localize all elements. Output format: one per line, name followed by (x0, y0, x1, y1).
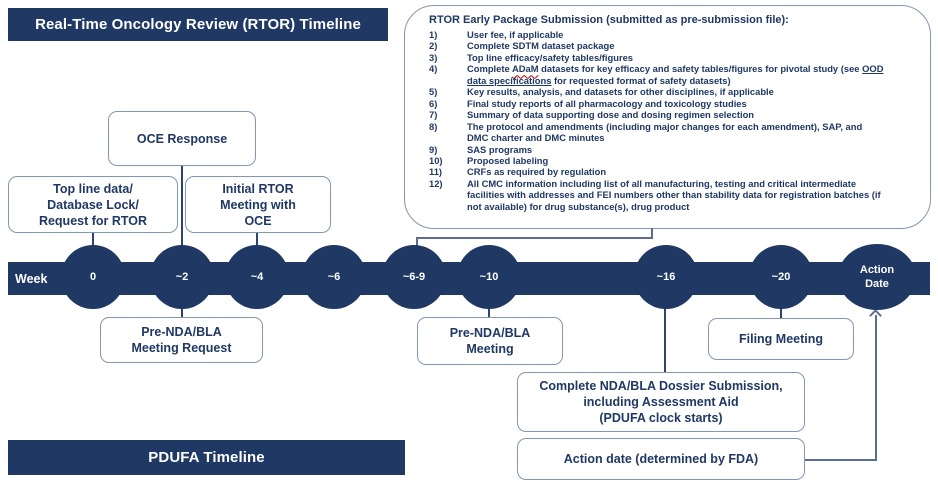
timeline-node-week-10: ~10 (457, 245, 521, 309)
item-text-segment: The protocol and amendments (including m… (467, 120, 863, 144)
event-pre-nda-meeting: Pre-NDA/BLA Meeting (417, 317, 563, 365)
item-text-segment: Complete SDTM dataset package (467, 40, 615, 52)
item-text-segment: Summary of data supporting dose and dosi… (467, 109, 755, 121)
event-oce-response: OCE Response (108, 111, 256, 166)
ood-data-specifications-link[interactable]: OOD (862, 63, 884, 75)
timeline-node-week-2: ~2 (150, 245, 214, 309)
action-arrow-horizontal (805, 459, 877, 461)
event-pre-nda-meeting-request: Pre-NDA/BLA Meeting Request (100, 317, 263, 363)
connector-week20-to-filing (780, 307, 782, 319)
item-text-segment: Top line efficacy/safety tables/figures (467, 51, 634, 63)
item-number: 10) (429, 154, 443, 166)
item-text: Key results, analysis, and datasets for … (467, 86, 916, 97)
event-initial-rtor-meeting: Initial RTOR Meeting with OCE (185, 176, 331, 233)
item-text: SAS programs (467, 144, 916, 155)
item-text: Summary of data supporting dose and dosi… (467, 109, 916, 120)
connector-initial-to-week4 (256, 232, 258, 248)
early-package-item: 3) Top line efficacy/safety tables/figure… (429, 52, 916, 63)
item-number: 5) (429, 86, 438, 98)
action-arrowhead-icon (869, 309, 882, 322)
item-text-segment: All CMC information including list of al… (467, 177, 881, 212)
pdufa-timeline-title: PDUFA Timeline (148, 449, 265, 466)
item-number: 1) (429, 29, 438, 40)
early-package-item: 11) CRFs as required by regulation (429, 166, 916, 177)
event-filing-meeting: Filing Meeting (708, 318, 854, 360)
early-package-item: 1) User fee, if applicable (429, 29, 916, 40)
item-number: 6) (429, 97, 438, 109)
item-text-segment: Key results, analysis, and datasets for … (467, 86, 774, 98)
item-text-segment: Complete (467, 63, 512, 75)
item-number: 8) (429, 120, 438, 132)
week-axis-label: Week (15, 271, 48, 286)
rtor-timeline-title: Real-Time Oncology Review (RTOR) Timelin… (35, 16, 361, 33)
early-package-item: 2) Complete SDTM dataset package (429, 40, 916, 51)
early-package-item: 8) The protocol and amendments (including… (429, 121, 916, 144)
event-top-line-data: Top line data/ Database Lock/ Request fo… (8, 176, 178, 233)
pdufa-timeline-banner: PDUFA Timeline (8, 440, 405, 475)
item-text-segment: User fee, if applicable (467, 29, 564, 40)
timeline-node-week-6: ~6 (302, 245, 366, 309)
item-text-segment: Final study reports of all pharmacology … (467, 97, 747, 109)
item-number: 9) (429, 143, 438, 155)
early-package-item: 7) Summary of data supporting dose and do… (429, 109, 916, 120)
early-package-item: 6) Final study reports of all pharmacolog… (429, 98, 916, 109)
early-package-item: 10) Proposed labeling (429, 155, 916, 166)
connector-week10-to-pre-nda-meeting (488, 307, 490, 318)
timeline-node-week-6-9: ~6-9 (382, 245, 446, 309)
timeline-node-week-20: ~20 (749, 245, 813, 309)
callout-connector-to-week6-9 (416, 237, 418, 248)
item-number: 7) (429, 109, 438, 121)
early-package-title: RTOR Early Package Submission (submitted… (429, 14, 789, 26)
item-text-segment: datasets for key efficacy and safety tab… (538, 63, 863, 75)
timeline-node-week-0: 0 (61, 245, 125, 309)
item-number: 11) (429, 166, 443, 178)
item-text: Complete ADaM datasets for key efficacy … (467, 63, 916, 86)
connector-topline-to-week0 (92, 232, 94, 248)
action-arrow-vertical (875, 315, 877, 461)
item-text: The protocol and amendments (including m… (467, 121, 916, 144)
item-number: 2) (429, 40, 438, 52)
timeline-node-action-date: Action Date (838, 244, 916, 310)
timeline-node-week-16: ~16 (634, 245, 698, 309)
callout-connector-horizontal (416, 237, 653, 239)
item-text-segment: ADaM (511, 63, 539, 75)
early-package-item: 4) Complete ADaM datasets for key efficac… (429, 63, 916, 86)
early-package-item: 9) SAS programs (429, 144, 916, 155)
item-text: CRFs as required by regulation (467, 166, 916, 177)
item-number: 12) (429, 177, 443, 189)
early-package-item: 5) Key results, analysis, and datasets fo… (429, 86, 916, 97)
early-package-item: 12) All CMC information including list of… (429, 178, 916, 212)
item-text: Final study reports of all pharmacology … (467, 98, 916, 109)
callout-connector-drop (651, 228, 653, 238)
early-package-callout: RTOR Early Package Submission (submitted… (404, 5, 931, 229)
connector-week16-to-dossier (664, 307, 666, 373)
connector-oce-to-week2 (181, 165, 183, 248)
event-action-date-box: Action date (determined by FDA) (517, 438, 805, 480)
item-text: All CMC information including list of al… (467, 178, 916, 212)
item-text: Complete SDTM dataset package (467, 40, 916, 51)
item-text-segment: CRFs as required by regulation (467, 166, 607, 178)
item-text: User fee, if applicable (467, 29, 916, 40)
connector-week2-to-meeting-request (181, 307, 183, 318)
item-text-segment: for requested format of safety datasets) (551, 74, 731, 86)
item-number: 3) (429, 51, 438, 63)
item-text-segment: Proposed labeling (467, 154, 549, 166)
ood-data-specifications-link[interactable]: data specifications (467, 74, 552, 86)
early-package-list: 1) User fee, if applicable 2) Complete SDTM… (429, 29, 916, 212)
timeline-node-week-4: ~4 (225, 245, 289, 309)
item-text-segment: SAS programs (467, 143, 533, 155)
item-text: Proposed labeling (467, 155, 916, 166)
item-number: 4) (429, 63, 438, 75)
rtor-timeline-banner: Real-Time Oncology Review (RTOR) Timelin… (8, 8, 388, 41)
event-dossier-submission: Complete NDA/BLA Dossier Submission, inc… (517, 372, 805, 432)
item-text: Top line efficacy/safety tables/figures (467, 52, 916, 63)
